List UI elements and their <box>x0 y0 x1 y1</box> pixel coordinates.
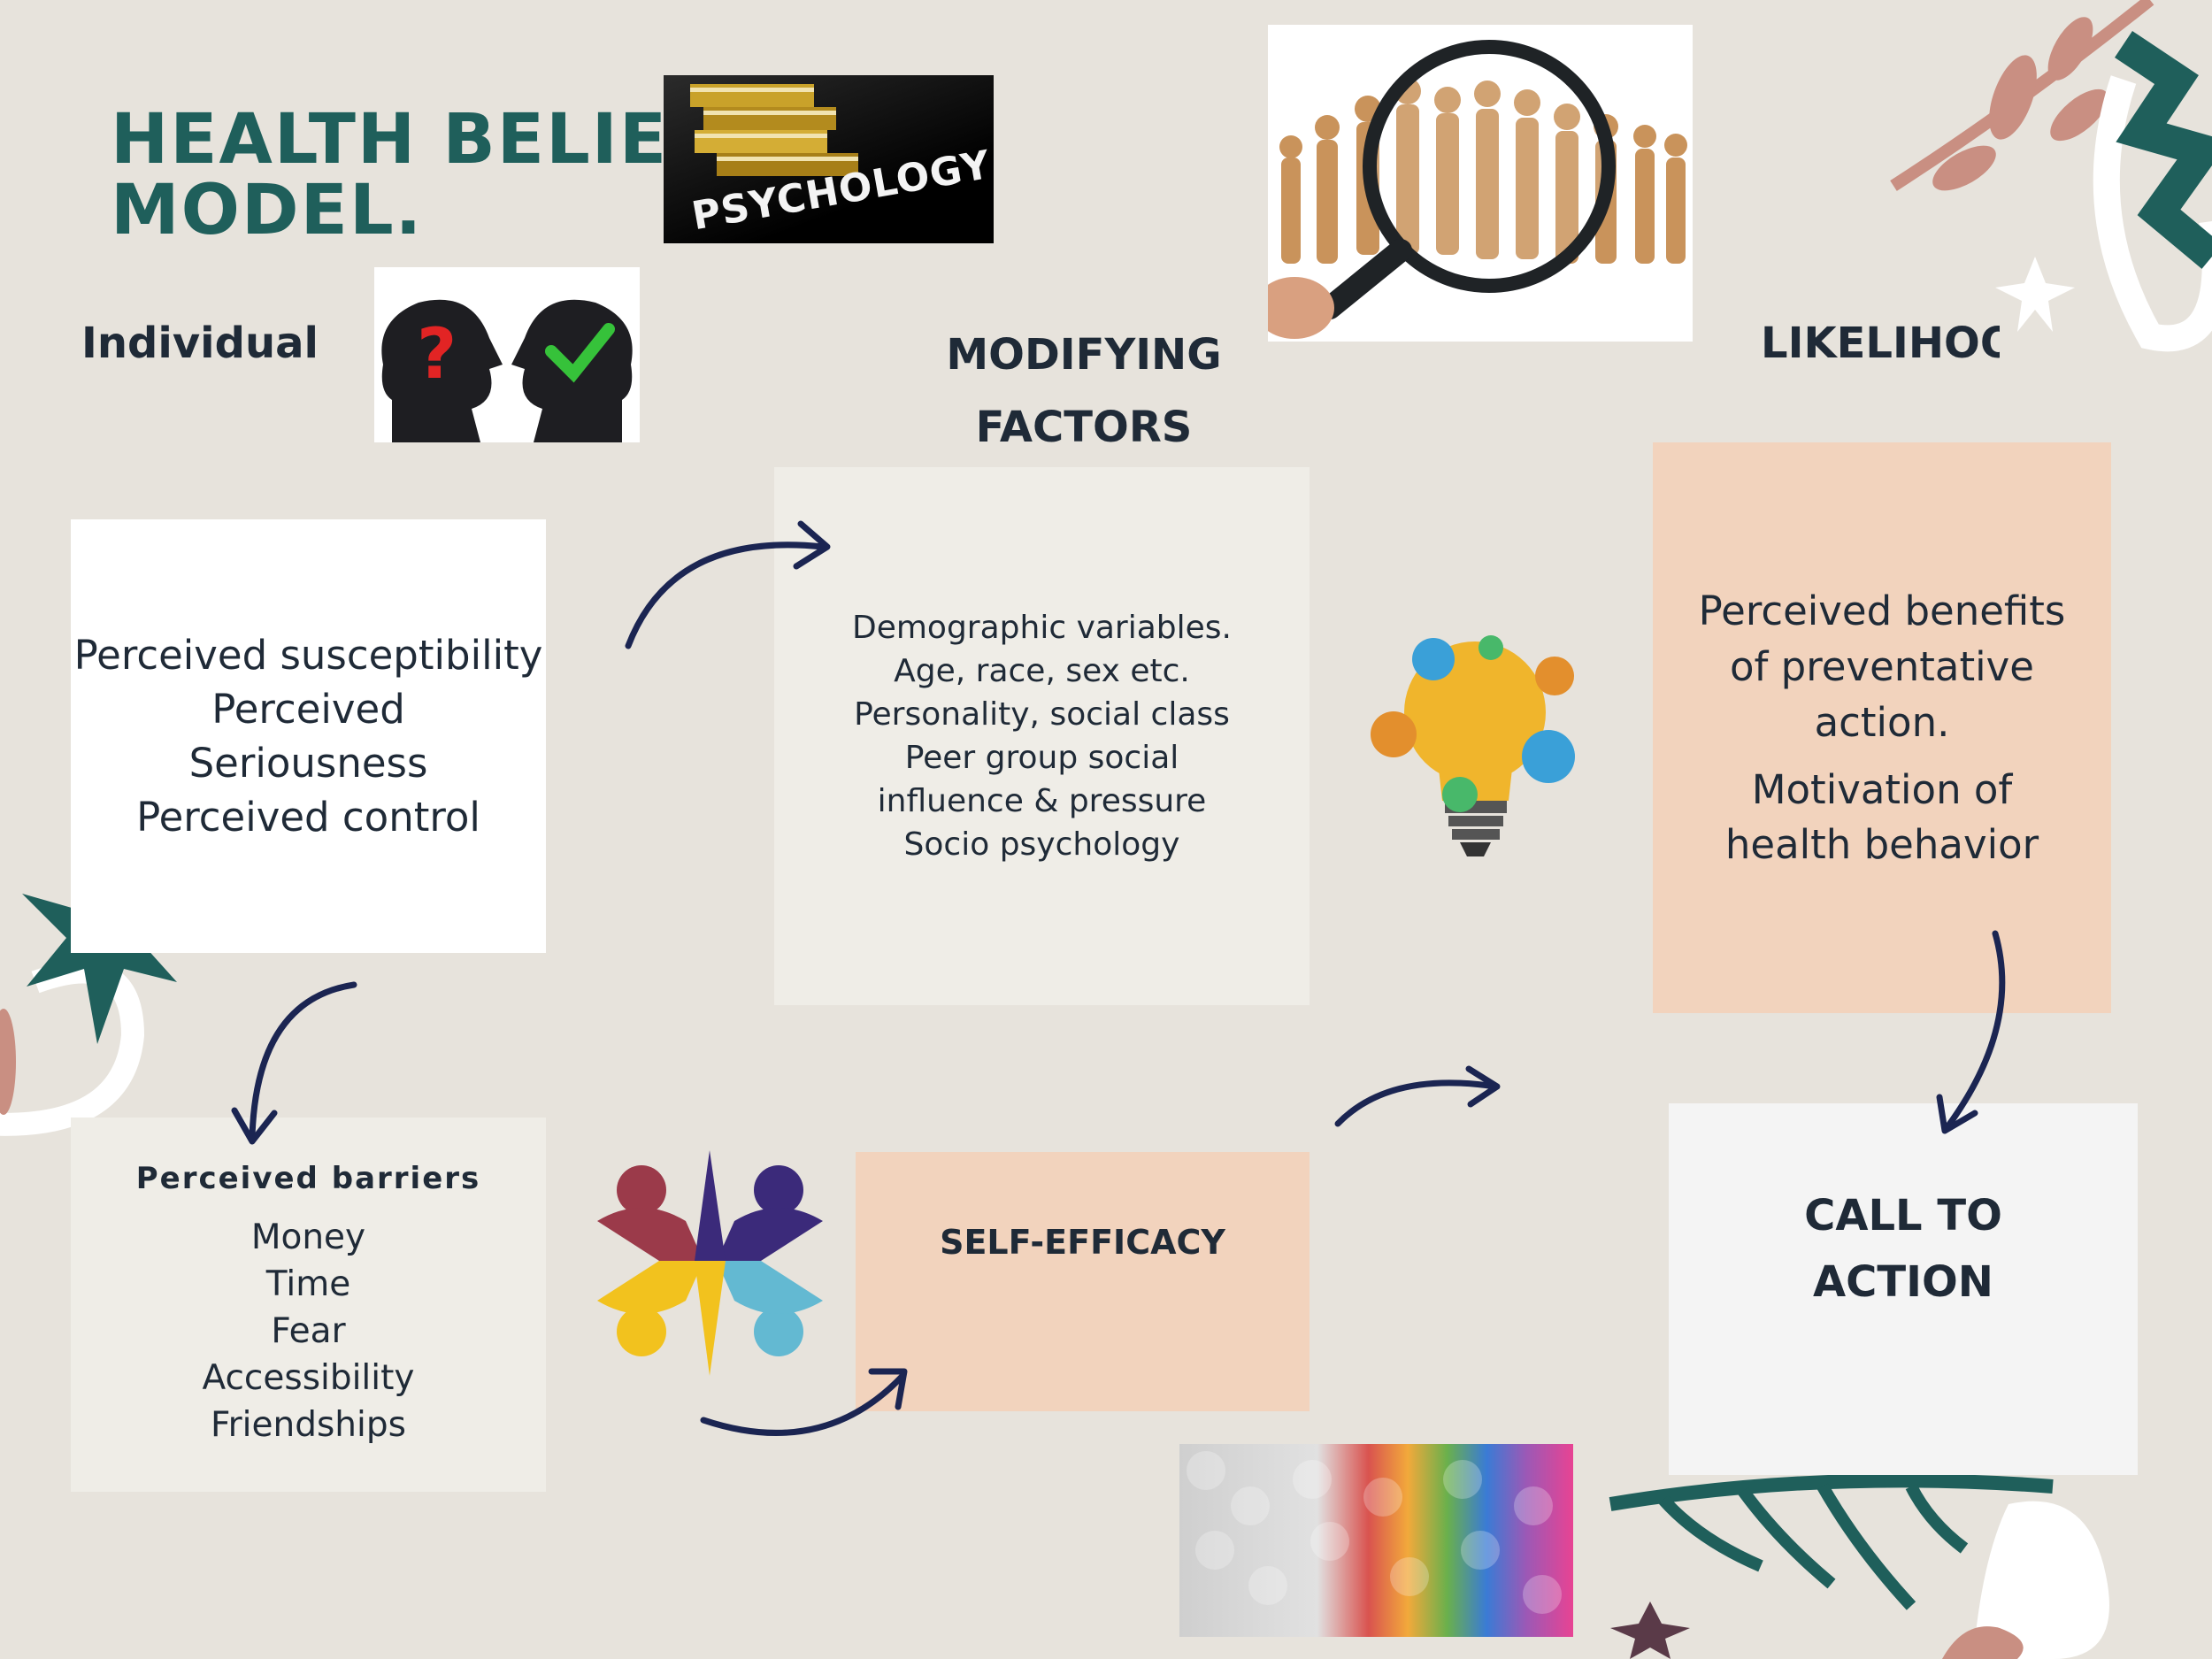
colorful-heads-image <box>1179 1444 1573 1637</box>
self-efficacy-box: SELF-EFFICACY <box>856 1152 1310 1411</box>
modifying-line: Age, race, sex etc. <box>894 653 1190 689</box>
bulb-badge <box>1371 711 1417 757</box>
motivation-line: Motivation of <box>1751 766 2013 813</box>
heads-question-check-image: ? <box>374 267 640 442</box>
motivation-line: health behavior <box>1724 821 2039 868</box>
barriers-title: Perceived barriers <box>135 1161 481 1196</box>
heading-modifying-line1: MODIFYING <box>946 330 1222 380</box>
magnifier-handle <box>1318 239 1412 319</box>
check-icon <box>545 323 615 383</box>
cta-line1: CALL TO <box>1804 1191 2002 1240</box>
modifying-factors-list: Demographic variables. Age, race, sex et… <box>852 606 1232 866</box>
self-efficacy-label: SELF-EFFICACY <box>940 1223 1225 1262</box>
bulb-badge <box>1522 730 1575 783</box>
likelihood-benefits: Perceived benefits of preventative actio… <box>1699 583 2066 750</box>
decor-top-right <box>1890 0 2212 352</box>
bulb-badge <box>1412 638 1455 680</box>
likelihood-box: Perceived benefits of preventative actio… <box>1653 442 2111 1013</box>
cta-line2: ACTION <box>1813 1257 1993 1307</box>
individual-perceptions-box: Perceived susceptibility Perceived Serio… <box>71 519 546 953</box>
perceived-barriers-box: Perceived barriers Money Time Fear Acces… <box>71 1118 546 1492</box>
heading-modifying-factors: MODIFYING FACTORS <box>920 319 1248 464</box>
call-to-action-box: CALL TO ACTION <box>1669 1103 2138 1475</box>
barrier-item: Friendships <box>211 1405 406 1445</box>
individual-perceptions-list: Perceived susceptibility Perceived Serio… <box>74 628 543 844</box>
barrier-item: Fear <box>271 1311 346 1351</box>
heading-individual: Individual <box>81 319 319 368</box>
page-title-line1: HEALTH BELIEF <box>111 100 718 180</box>
page-title-line2: MODEL. <box>111 171 424 250</box>
modifying-line: Socio psychology <box>903 826 1180 863</box>
modifying-line: influence & pressure <box>877 783 1207 819</box>
decor-bottom-right <box>1609 1473 2109 1659</box>
decor-star-white <box>1995 257 2075 332</box>
individual-line: Perceived <box>211 686 405 733</box>
individual-line: Perceived susceptibility <box>73 632 543 679</box>
likelihood-line: action. <box>1814 699 1950 746</box>
bulb-badge <box>1442 777 1478 812</box>
lightbulb-icon <box>1371 635 1575 856</box>
teamwork-people-icon <box>597 1150 823 1376</box>
psychology-books-image: PSYCHOLOGY <box>664 75 994 243</box>
modifying-line: Demographic variables. <box>851 610 1232 646</box>
decor-white-loop <box>2093 75 2212 352</box>
individual-line: Perceived control <box>136 794 480 841</box>
bulb-badge <box>1479 635 1503 660</box>
arrow-individual-to-barriers <box>249 981 357 1141</box>
heading-likelihood: LIKELIHOOD <box>1761 319 2000 368</box>
barrier-item: Time <box>265 1264 351 1304</box>
decor-star-plum <box>1610 1601 1690 1659</box>
modifying-line: Personality, social class <box>854 696 1230 733</box>
magnifier-lens <box>1363 40 1616 293</box>
likelihood-line: Perceived benefits <box>1698 588 2066 634</box>
decor-white-blob <box>1973 1501 2109 1659</box>
barrier-item: Money <box>250 1217 366 1257</box>
individual-line: Seriousness <box>188 740 428 787</box>
barriers-list: Money Time Fear Accessibility Friendship… <box>203 1214 415 1448</box>
barrier-item: Accessibility <box>202 1358 415 1398</box>
arrow-self-efficacy-to-cta <box>1334 1079 1499 1127</box>
svg-text:?: ? <box>417 315 457 395</box>
page-title: HEALTH BELIEF MODEL. <box>111 104 717 246</box>
magnifier-people-image <box>1268 25 1693 342</box>
bulb-badge <box>1535 657 1574 695</box>
likelihood-motivation: Motivation of health behavior <box>1725 763 2039 872</box>
modifying-factors-box: Demographic variables. Age, race, sex et… <box>774 467 1310 1005</box>
heading-modifying-line2: FACTORS <box>975 403 1193 452</box>
likelihood-line: of preventative <box>1730 643 2034 690</box>
decor-leaf-stem <box>1609 1473 2054 1511</box>
decor-teal-zigzag <box>2115 31 2212 269</box>
modifying-line: Peer group social <box>904 740 1179 776</box>
